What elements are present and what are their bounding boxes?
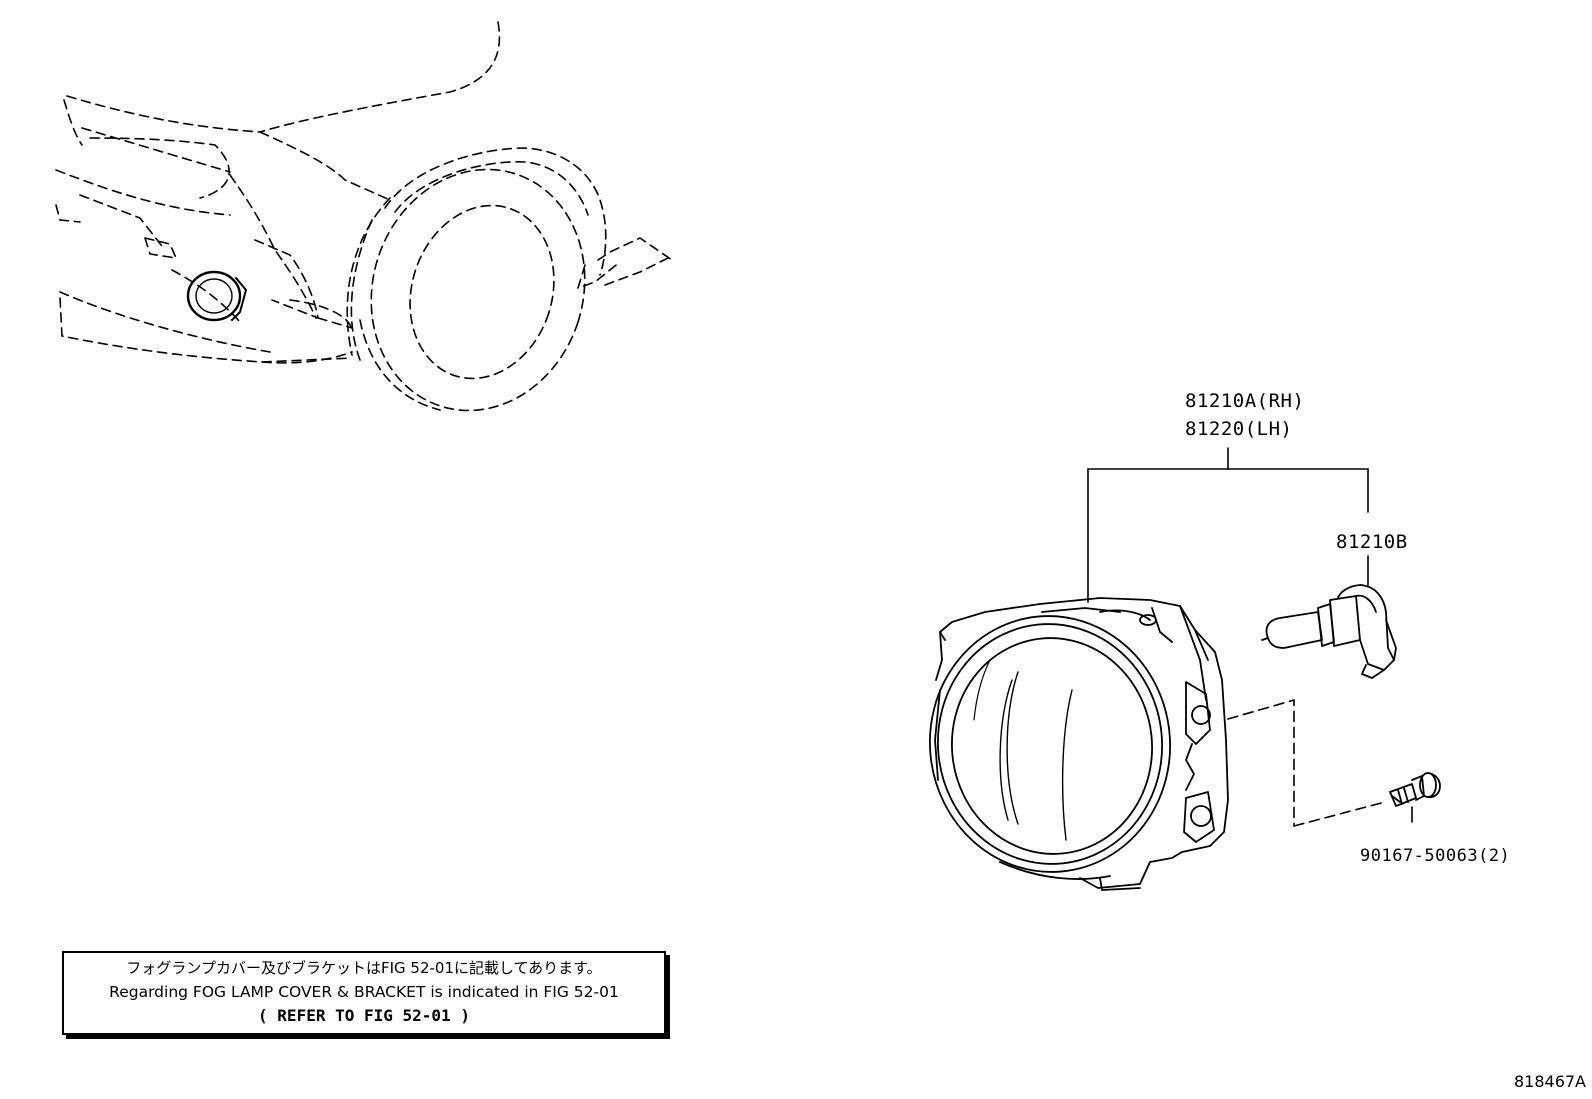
vehicle-front-corner-illustration xyxy=(55,21,673,412)
note-japanese-text: フォグランプカバー及びブラケットはFIG 52-01に記載してあります。 xyxy=(126,959,602,977)
note-reference-link[interactable]: ( REFER TO FIG 52-01 ) xyxy=(258,1006,470,1025)
fog-lamp-assembly xyxy=(929,597,1229,891)
callout-mounting-screw: 90167-50063(2) xyxy=(1360,846,1511,866)
callout-fog-lamp-rh: 81210A(RH) xyxy=(1185,390,1305,412)
figure-id: 818467A xyxy=(1513,1072,1586,1091)
vehicle-fog-lamp-location xyxy=(186,270,247,322)
reference-note-box: フォグランプカバー及びブラケットはFIG 52-01に記載してあります。 Reg… xyxy=(62,951,666,1035)
assembly-dashed-lines xyxy=(1227,699,1386,827)
note-english-text: Regarding FOG LAMP COVER & BRACKET is in… xyxy=(109,983,619,1001)
fog-lamp-bulb xyxy=(1261,584,1397,679)
mounting-screw xyxy=(1389,772,1441,807)
callout-fog-lamp-bulb: 81210B xyxy=(1336,531,1408,553)
callout-fog-lamp-lh: 81220(LH) xyxy=(1185,418,1293,440)
fog-lamp-leader-lines xyxy=(1087,447,1413,823)
